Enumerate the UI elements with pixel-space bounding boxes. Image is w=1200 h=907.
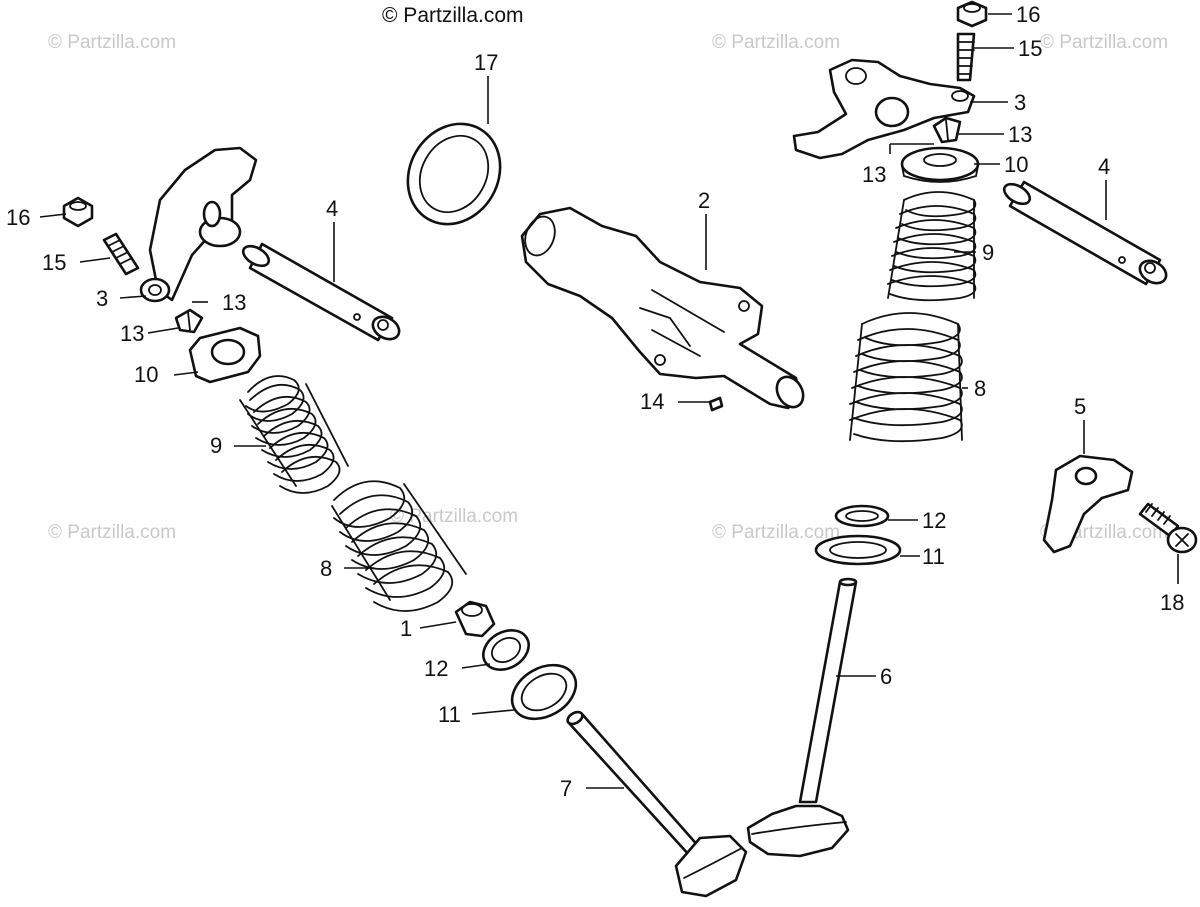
rocker-arm-bracket xyxy=(1042,454,1134,554)
spring-seat-washer-small-left xyxy=(482,629,530,671)
callout-5: 5 xyxy=(1074,394,1086,419)
callout-3-right: 3 xyxy=(1014,90,1026,115)
rocker-shaft-right xyxy=(1002,180,1168,286)
callout-11-right: 11 xyxy=(922,544,945,569)
callout-10-left: 10 xyxy=(134,362,158,387)
spring-retainer-right xyxy=(900,146,980,183)
adjusting-screw-left xyxy=(102,232,140,276)
callout-15-left: 15 xyxy=(42,250,66,275)
camshaft xyxy=(520,206,805,410)
callout-4-left: 4 xyxy=(326,196,338,221)
valve-spring-outer-right xyxy=(887,191,977,302)
valve-cotter-left xyxy=(174,308,204,334)
watermark: © Partzilla.com xyxy=(1040,32,1168,53)
callout-2: 2 xyxy=(698,188,710,213)
callout-8-right: 8 xyxy=(974,376,986,401)
callout-15-right: 15 xyxy=(1018,36,1042,61)
callout-13-right-lower: 13 xyxy=(862,162,886,187)
spring-seat-washer-small-right xyxy=(834,504,890,528)
rocker-arm-right xyxy=(792,58,976,160)
callout-16-right: 16 xyxy=(1016,2,1040,27)
spring-retainer-left xyxy=(188,326,262,384)
callout-18: 18 xyxy=(1160,590,1184,615)
camshaft-oil-seal xyxy=(406,122,502,226)
callout-13-left-upper: 13 xyxy=(222,290,246,315)
callout-4-right: 4 xyxy=(1098,154,1110,179)
callout-3-left: 3 xyxy=(96,286,108,311)
rocker-arm-left xyxy=(139,146,258,303)
camshaft-pin xyxy=(708,396,724,412)
callout-13-right-upper: 13 xyxy=(1008,122,1032,147)
watermark: © Partzilla.com xyxy=(712,32,840,53)
callout-9-right: 9 xyxy=(982,240,994,265)
valve-spring-inner-left xyxy=(331,480,467,612)
nut-right xyxy=(956,0,988,28)
callout-6: 6 xyxy=(880,664,892,689)
callout-12-left: 12 xyxy=(424,656,448,681)
bracket-bolt xyxy=(1138,502,1198,554)
callout-10-right: 10 xyxy=(1004,152,1028,177)
intake-valve xyxy=(566,710,748,898)
callout-14: 14 xyxy=(640,389,664,414)
callout-8-left: 8 xyxy=(320,556,332,581)
spring-seat-washer-large-right xyxy=(814,534,902,566)
valve-cotter-right xyxy=(932,116,962,144)
watermark: © Partzilla.com xyxy=(390,506,518,527)
callout-17: 17 xyxy=(474,50,498,75)
callout-11-left: 11 xyxy=(438,702,461,727)
watermark: © Partzilla.com xyxy=(48,522,176,543)
watermark: © Partzilla.com xyxy=(712,522,840,543)
nut-left xyxy=(62,196,94,228)
callout-7: 7 xyxy=(560,776,572,801)
callout-numbers: 16 15 3 13 13 10 4 9 8 17 2 14 16 15 3 1… xyxy=(6,2,1184,801)
leader-lines xyxy=(39,13,1179,789)
copyright-text: © Partzilla.com xyxy=(382,4,524,27)
callout-16-left: 16 xyxy=(6,205,30,230)
valve-spring-outer-left xyxy=(239,375,349,494)
callout-12-right: 12 xyxy=(922,508,946,533)
spring-seat-washer-large-left xyxy=(510,663,578,721)
watermark: © Partzilla.com xyxy=(48,32,176,53)
rocker-shaft-left xyxy=(241,242,401,342)
adjusting-screw-right xyxy=(956,32,976,82)
callout-1: 1 xyxy=(400,616,412,641)
exhaust-valve xyxy=(746,577,858,858)
callout-13-left-lower: 13 xyxy=(120,321,144,346)
valve-spring-inner-right xyxy=(849,312,963,443)
callout-9-left: 9 xyxy=(210,433,222,458)
valve-stem-seal-left xyxy=(454,600,496,638)
